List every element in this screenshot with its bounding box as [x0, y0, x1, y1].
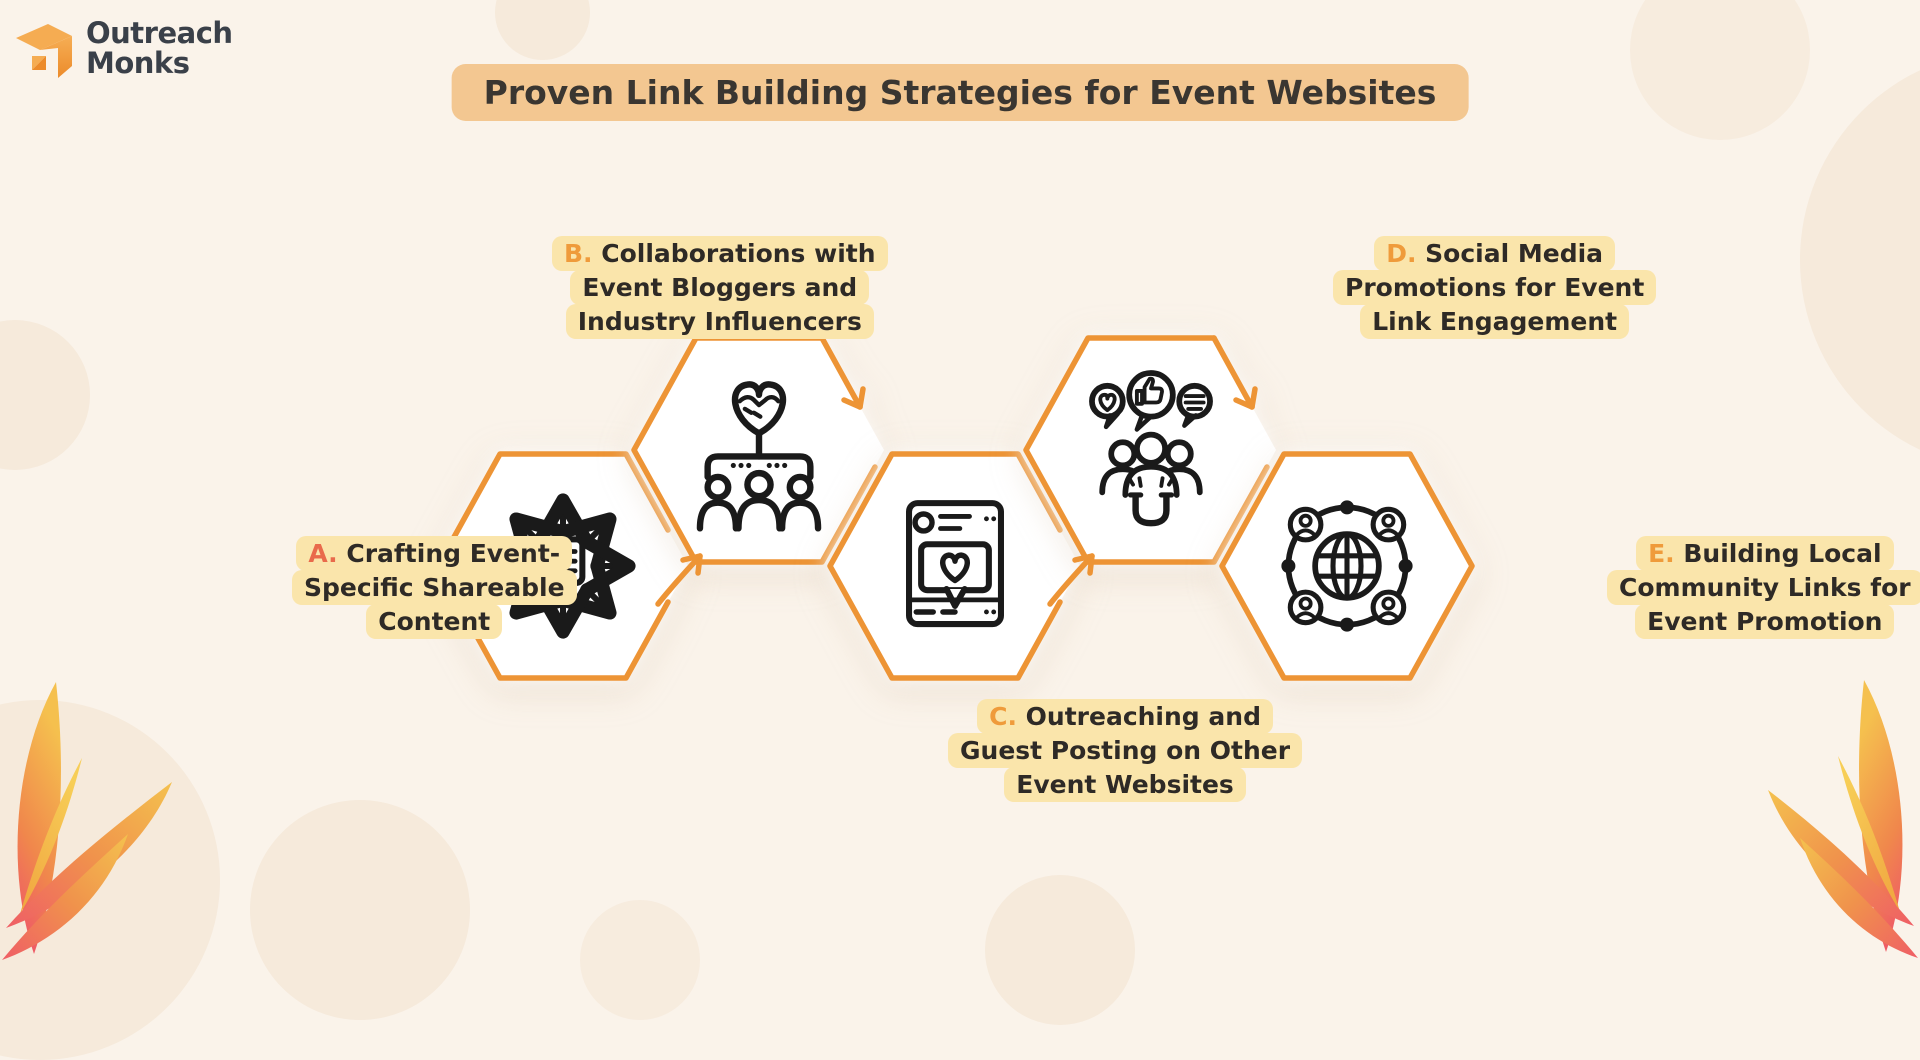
brand-name-line1: Outreach [86, 16, 233, 50]
step-c-label: C. Outreaching and Guest Posting on Othe… [948, 699, 1303, 802]
hexagon-step-b [631, 335, 887, 565]
step-b-letter: B. [564, 239, 593, 268]
guest-post-icon [906, 500, 1004, 628]
step-d-label: D. Social Media Promotions for Event Lin… [1333, 236, 1657, 339]
flow-arrow-c-to-d [1047, 553, 1095, 607]
brand-logo: Outreach Monks [12, 16, 233, 80]
step-e-letter: E. [1648, 539, 1675, 568]
flow-arrow-b-to-c [819, 335, 866, 410]
social-media-promotion-icon [1089, 370, 1213, 527]
community-links-icon [1281, 500, 1413, 632]
hexagon-step-e [1219, 451, 1475, 681]
background-blob [580, 900, 700, 1020]
step-c-letter: C. [989, 702, 1017, 731]
hexagon-step-c [827, 451, 1083, 681]
background-blob [1630, 0, 1810, 140]
page-title: Proven Link Building Strategies for Even… [451, 64, 1469, 121]
step-a-label: A. Crafting Event- Specific Shareable Co… [292, 536, 577, 639]
brand-name: Outreach Monks [86, 18, 233, 78]
flow-arrow-a-to-b [655, 553, 703, 607]
hexagon-outline [827, 451, 1080, 681]
step-e-label: E. Building Local Community Links for Ev… [1607, 536, 1920, 639]
background-blob [1800, 50, 1920, 470]
leaf-decoration-right [1768, 680, 1918, 958]
brand-name-line2: Monks [86, 46, 190, 80]
background-blob [0, 320, 90, 470]
background-blob [495, 0, 590, 60]
outreach-monks-logo-icon [16, 24, 72, 78]
hexagon-step-d [1023, 335, 1279, 565]
flow-arrow-d-to-e [1211, 335, 1258, 410]
step-a-letter: A. [308, 539, 338, 568]
step-d-letter: D. [1386, 239, 1417, 268]
influencer-collaboration-icon [696, 381, 822, 532]
step-b-label: B. Collaborations with Event Bloggers an… [552, 236, 888, 339]
background-blob [250, 800, 470, 1020]
leaf-decoration-left [2, 682, 172, 960]
background-blob [985, 875, 1135, 1025]
